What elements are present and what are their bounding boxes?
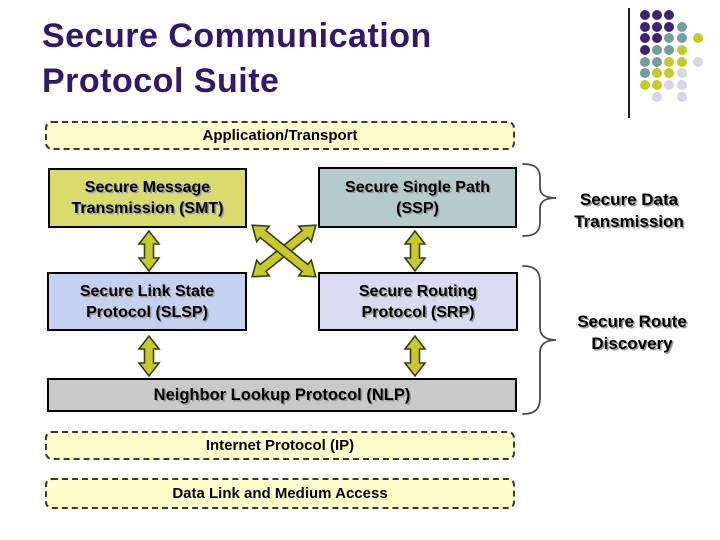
box-data-link: Data Link and Medium Access [45, 478, 515, 509]
box-srp: Secure Routing Protocol (SRP) [318, 272, 518, 331]
label-secure-route-discovery: Secure Route Discovery [558, 311, 706, 355]
box-slsp-line2: Protocol (SLSP) [86, 303, 208, 321]
arrow-srp-nlp [403, 334, 427, 378]
box-smt: Secure Message Transmission (SMT) [48, 168, 247, 228]
secure-route-line1: Secure Route [577, 312, 687, 331]
box-ssp-line1: Secure Single Path [345, 178, 490, 196]
secure-data-line1: Secure Data [579, 190, 679, 209]
box-ip: Internet Protocol (IP) [45, 431, 515, 460]
box-ssp: Secure Single Path (SSP) [318, 167, 517, 228]
vertical-rule-decoration [628, 8, 630, 118]
cross-arrow-ssp-slsp [251, 224, 317, 278]
cross-arrow-smt-srp [251, 224, 317, 278]
box-nlp: Neighbor Lookup Protocol (NLP) [47, 378, 517, 412]
box-slsp-line1: Secure Link State [79, 282, 215, 300]
box-ssp-line2: (SSP) [396, 199, 439, 217]
arrow-smt-slsp [137, 229, 161, 273]
label-secure-data-transmission: Secure Data Transmission [555, 189, 703, 233]
title-line-2: Protocol Suite [42, 62, 280, 100]
brace-secure-route [522, 265, 557, 415]
box-application-transport: Application/Transport [45, 121, 515, 150]
secure-route-line2: Discovery [591, 334, 673, 353]
box-smt-line2: Transmission (SMT) [71, 200, 224, 217]
box-srp-line2: Protocol (SRP) [361, 303, 475, 321]
box-smt-line1: Secure Message [84, 179, 211, 196]
arrow-slsp-nlp [137, 334, 161, 378]
box-slsp: Secure Link State Protocol (SLSP) [47, 272, 247, 331]
title-line-1: Secure Communication [42, 17, 432, 55]
box-srp-line1: Secure Routing [358, 282, 478, 300]
page-title: Secure Communication Protocol Suite [42, 14, 432, 104]
arrow-ssp-srp [403, 229, 427, 273]
brace-secure-data [522, 163, 557, 237]
secure-data-line2: Transmission [574, 212, 684, 231]
